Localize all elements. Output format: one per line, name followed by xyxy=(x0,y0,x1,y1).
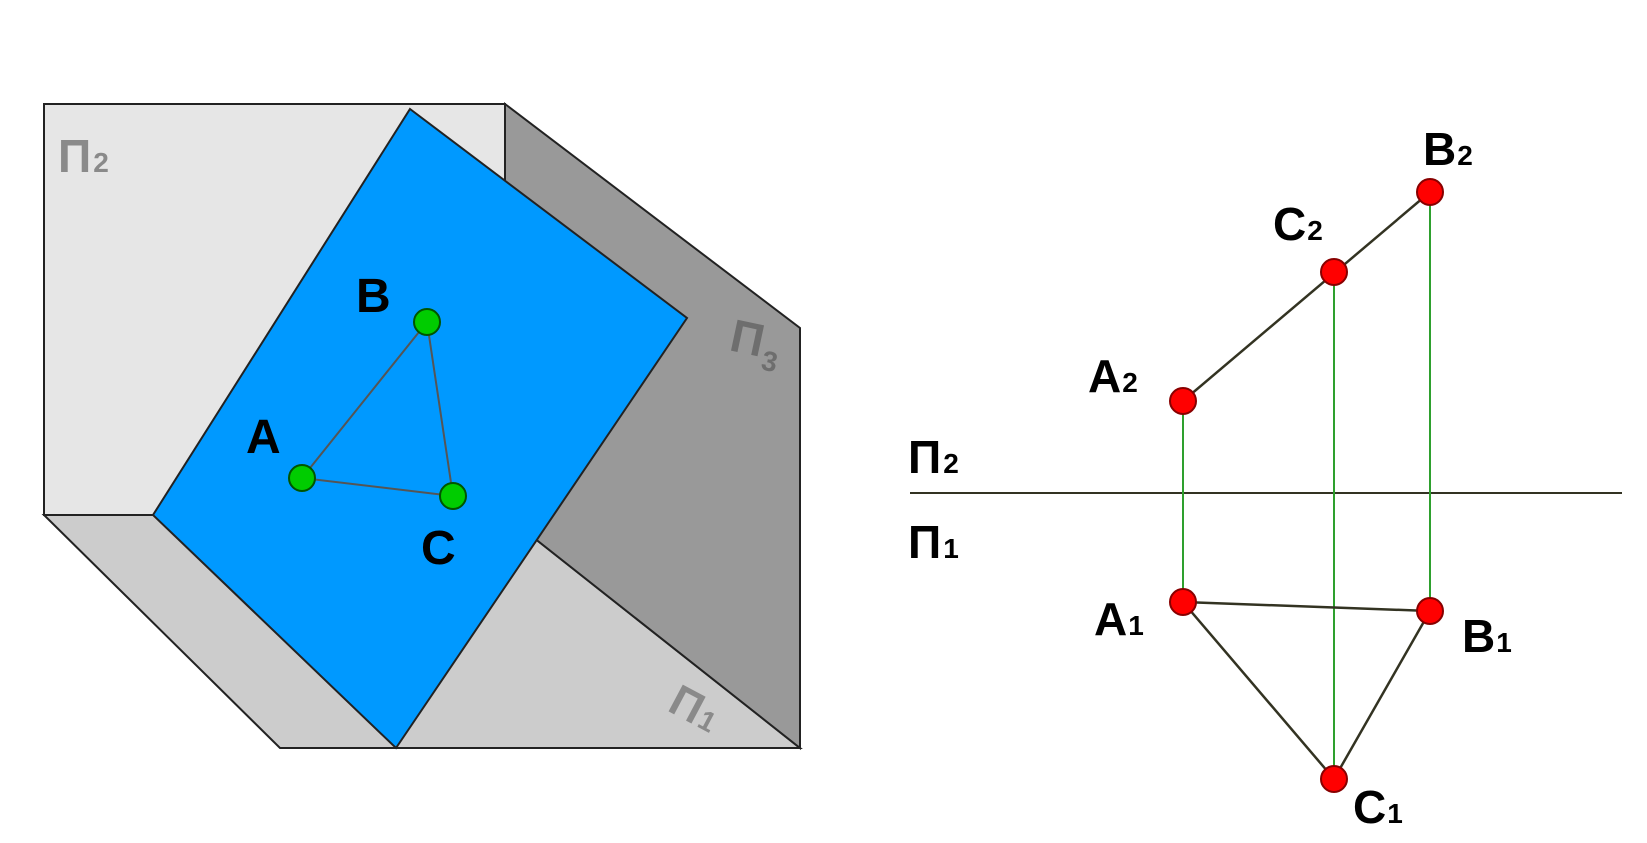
point-b2 xyxy=(1416,178,1444,206)
label-c: C xyxy=(421,522,456,575)
label-b2-main: B xyxy=(1423,123,1456,175)
spatial-view: Π2 Π 3 Π1 A B C xyxy=(41,101,803,751)
label-c2-sub: 2 xyxy=(1307,215,1323,246)
label-a2: A2 xyxy=(1088,350,1138,402)
label-b1: B1 xyxy=(1462,610,1512,662)
point-c1 xyxy=(1320,765,1348,793)
plane-label-p2-main: Π xyxy=(58,130,91,182)
label-a2-sub: 2 xyxy=(1122,367,1138,398)
section-plane xyxy=(151,107,689,750)
plane-label-p1: Π1 xyxy=(661,676,728,742)
plane-label-p3-sub: 3 xyxy=(759,345,781,379)
plane-label-p2: Π2 xyxy=(58,130,109,182)
axis-label-p1-main: Π xyxy=(908,516,941,568)
label-c2-main: C xyxy=(1273,198,1306,250)
label-b2: B2 xyxy=(1423,123,1473,175)
plane-label-p2-sub: 2 xyxy=(93,147,109,178)
point-c2 xyxy=(1320,258,1348,286)
label-a1-main: A xyxy=(1094,593,1127,645)
axis-label-p1: Π1 xyxy=(908,516,959,568)
triangle-abc xyxy=(300,319,455,498)
point-a xyxy=(288,464,316,492)
label-a1-sub: 1 xyxy=(1128,610,1144,641)
axis-label-p2-sub: 2 xyxy=(943,448,959,479)
label-a2-main: A xyxy=(1088,350,1121,402)
point-b1 xyxy=(1416,597,1444,625)
segment-a2-b2 xyxy=(1182,191,1431,402)
label-b: B xyxy=(356,270,391,323)
point-b xyxy=(413,308,441,336)
label-b1-main: B xyxy=(1462,610,1495,662)
triangle-a1b1c1 xyxy=(1180,600,1433,782)
label-c1-sub: 1 xyxy=(1387,798,1403,829)
label-c2: C2 xyxy=(1273,198,1323,250)
label-a: A xyxy=(246,411,281,464)
axis-label-p1-sub: 1 xyxy=(943,533,959,564)
projection-view: Π2 Π1 B2 C2 A2 A1 B xyxy=(908,123,1622,833)
label-b1-sub: 1 xyxy=(1496,627,1512,658)
label-c1: C1 xyxy=(1353,781,1403,833)
label-a1: A1 xyxy=(1094,593,1144,645)
axis-label-p2: Π2 xyxy=(908,431,959,483)
label-c1-main: C xyxy=(1353,781,1386,833)
point-a2 xyxy=(1169,387,1197,415)
point-a1 xyxy=(1169,588,1197,616)
axis-label-p2-main: Π xyxy=(908,431,941,483)
label-b2-sub: 2 xyxy=(1457,140,1473,171)
point-c xyxy=(439,482,467,510)
